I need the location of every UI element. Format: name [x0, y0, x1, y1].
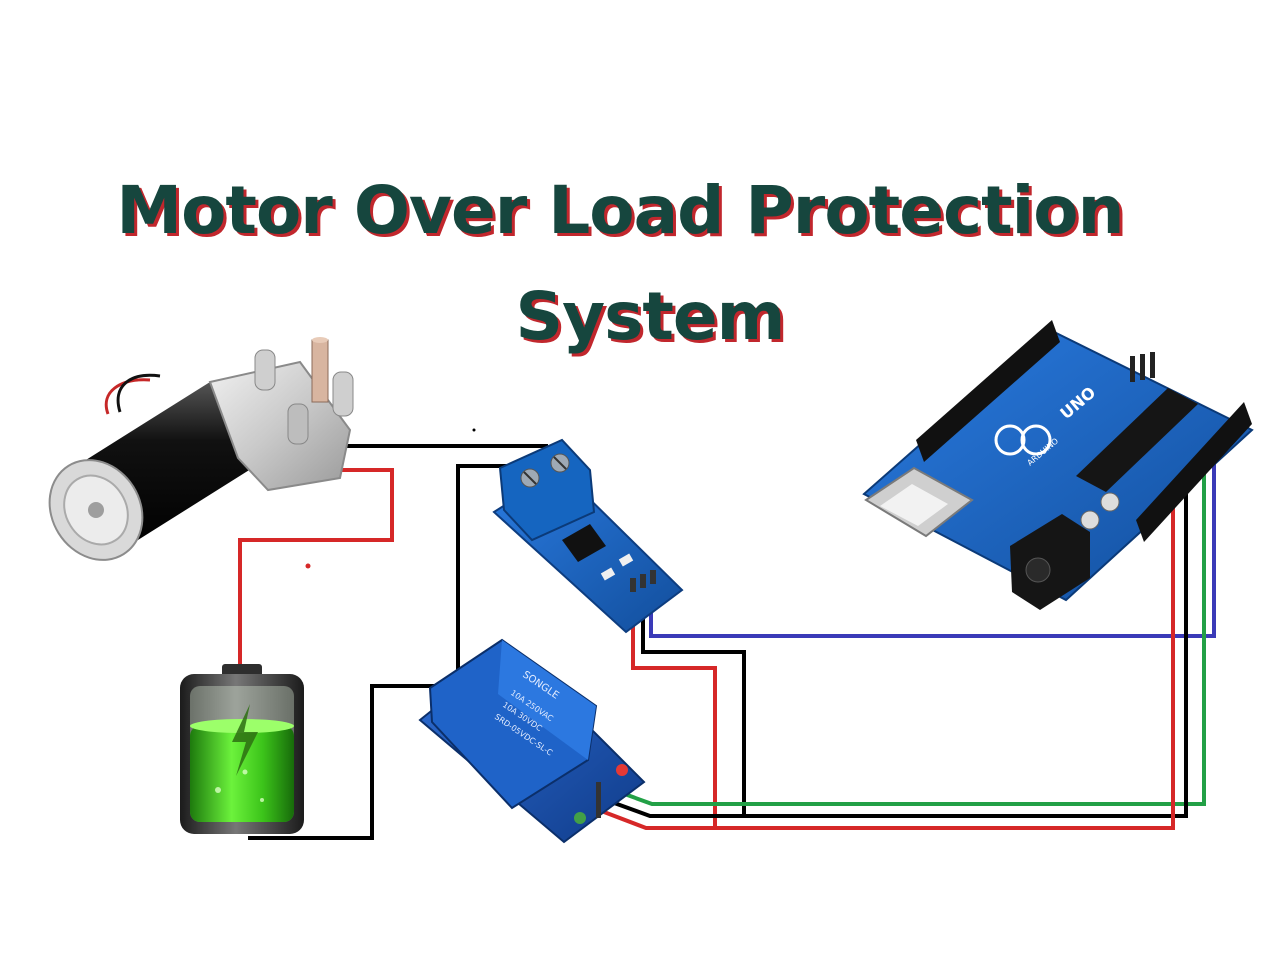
wires [238, 426, 1216, 840]
marker-dot-black [472, 428, 476, 432]
wire-red-relay-vcc [603, 468, 1175, 830]
relay-module-icon: SONGLE 10A 250VAC 10A 30VDC SRD-05VDC-SL… [418, 638, 646, 844]
current-sensor-module-icon [492, 438, 684, 634]
wire-black-sensor-gnd [641, 590, 746, 816]
wire-red-motor-to-battery [238, 468, 394, 668]
arduino-uno-board-icon: UNO ARDUINO [862, 320, 1254, 610]
marker-dot-red [305, 563, 311, 569]
wire-green-relay-signal [607, 430, 1206, 806]
wire-black-relay-gnd [605, 448, 1188, 818]
battery-charging-icon [180, 664, 304, 834]
wire-red-sensor-vcc [631, 590, 717, 828]
diagram-title-line-2: System [515, 278, 786, 355]
dc-gear-motor-icon [48, 337, 354, 561]
wire-black-battery-to-relay [248, 684, 438, 840]
diagram-title-line-1: Motor Over Load Protection [116, 172, 1124, 249]
